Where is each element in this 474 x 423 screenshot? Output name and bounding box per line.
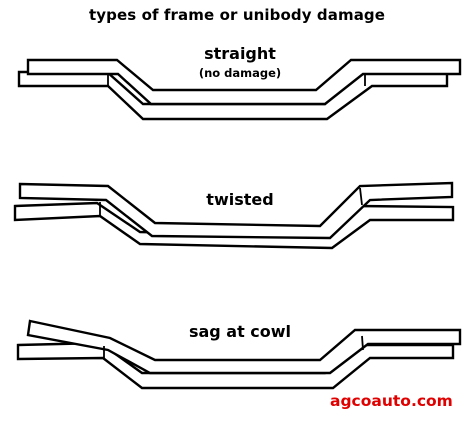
sag-rail-front	[26, 319, 462, 375]
sag-frame	[16, 319, 462, 390]
sag-rail-back	[16, 341, 455, 390]
sag-kink-right	[361, 335, 364, 351]
twisted-rail-front	[18, 181, 454, 240]
diagram-title: types of frame or unibody damage	[88, 6, 386, 24]
straight-rail-front	[26, 58, 462, 106]
label-twisted: twisted	[206, 190, 274, 209]
twisted-frame	[13, 181, 455, 250]
site-credit: agcoauto.com	[330, 392, 453, 410]
label-no-damage: (no damage)	[198, 66, 282, 80]
twisted-kink-right	[359, 187, 363, 206]
label-straight: straight	[204, 44, 276, 63]
label-sag-at-cowl: sag at cowl	[188, 322, 292, 341]
straight-frame	[17, 58, 462, 121]
